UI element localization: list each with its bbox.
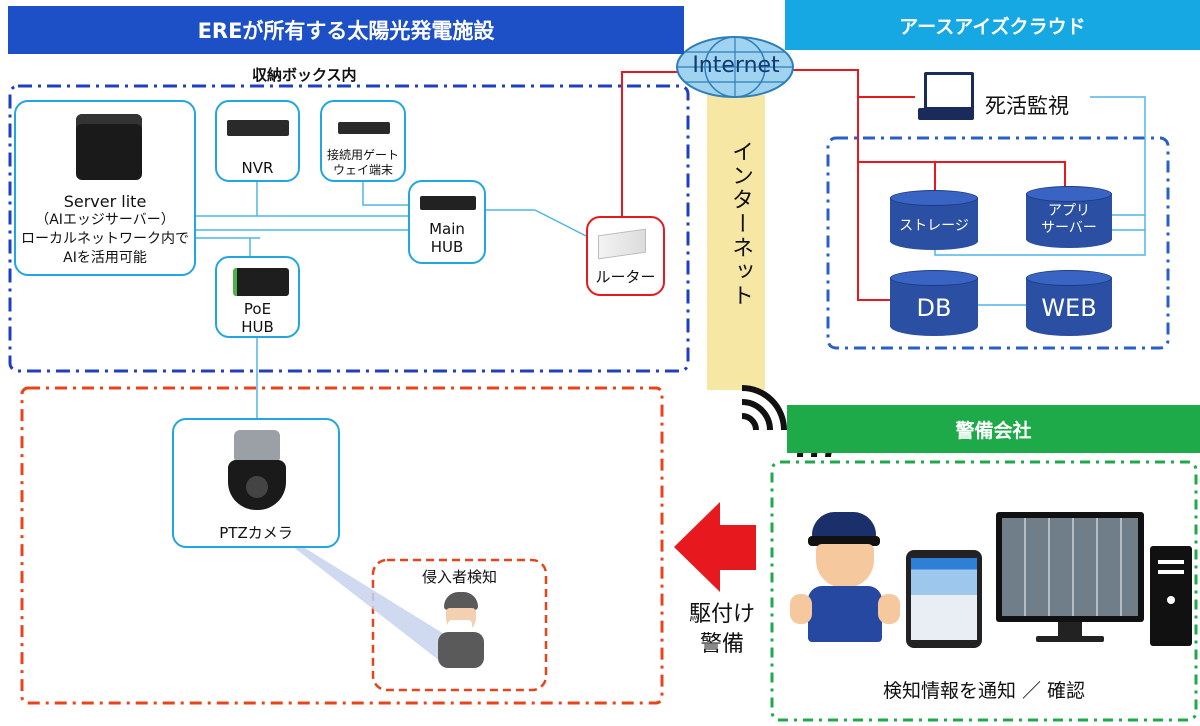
monitoring-label: 死活監視 xyxy=(985,94,1069,118)
router-icon xyxy=(598,228,646,260)
gateway-label-2: ウェイ端末 xyxy=(332,163,393,177)
ptz-camera-node: PTZカメラ xyxy=(172,418,340,548)
db-label: DB xyxy=(916,294,952,322)
storage-box-label: 収納ボックス内 xyxy=(252,66,357,84)
router-label: ルーター xyxy=(595,268,656,286)
poe-hub-icon xyxy=(233,268,289,296)
gateway-node: 接続用ゲート ウェイ端末 xyxy=(320,100,406,182)
ptz-camera-icon xyxy=(228,430,286,514)
db-cylinder: DB xyxy=(890,270,978,336)
router-node: ルーター xyxy=(586,216,665,296)
main-hub-icon xyxy=(420,196,476,210)
laptop-icon xyxy=(918,72,974,122)
guard-icon xyxy=(790,512,900,647)
intrusion-region xyxy=(371,558,548,692)
earth-eyes-banner: アースアイズクラウド xyxy=(785,0,1200,50)
cloud-server-region xyxy=(826,136,1170,350)
nvr-label: NVR xyxy=(241,159,274,177)
storage-box-region xyxy=(8,84,690,373)
dispatch-label: 駆付け 警備 xyxy=(676,600,768,660)
web-cylinder: WEB xyxy=(1026,270,1112,336)
camera-field-region xyxy=(20,386,664,705)
ptz-camera-label: PTZカメラ xyxy=(219,524,293,542)
tablet-icon xyxy=(906,550,982,648)
web-label: WEB xyxy=(1041,294,1097,322)
server-lite-title: Server lite xyxy=(63,192,147,211)
pc-tower-icon xyxy=(1150,546,1192,646)
app-server-label-1: アプリ xyxy=(1048,203,1090,219)
server-lite-desc-1: ローカルネットワーク内で xyxy=(21,231,189,247)
security-region xyxy=(770,460,1198,722)
internet-band xyxy=(707,95,765,390)
notify-label: 検知情報を通知 ／ 確認 xyxy=(882,680,1086,702)
nvr-icon xyxy=(227,120,289,136)
storage-label: ストレージ xyxy=(899,218,969,234)
app-server-label-2: サーバー xyxy=(1041,220,1097,236)
ere-banner-text: EREが所有する太陽光発電施設 xyxy=(197,19,495,43)
app-server-db: アプリ サーバー xyxy=(1026,186,1112,248)
main-hub-label-1: Main xyxy=(429,220,465,238)
intrusion-label: 侵入者検知 xyxy=(421,568,497,586)
poe-hub-label-2: HUB xyxy=(241,318,274,336)
earth-eyes-banner-text: アースアイズクラウド xyxy=(899,15,1086,38)
poe-hub-node: PoE HUB xyxy=(215,256,300,338)
internet-cloud-label: Internet xyxy=(692,53,780,78)
server-lite-desc-2: AIを活用可能 xyxy=(63,250,147,266)
gateway-icon xyxy=(338,122,390,134)
main-hub-label-2: HUB xyxy=(430,238,464,256)
intruder-icon xyxy=(430,592,494,676)
camera-view-cone xyxy=(265,525,470,665)
ere-banner: EREが所有する太陽光発電施設 xyxy=(8,6,684,54)
nvr-node: NVR xyxy=(215,100,300,182)
main-hub-node: Main HUB xyxy=(408,180,486,264)
storage-db: ストレージ xyxy=(890,190,978,250)
server-lite-node: Server lite （AIエッジサーバー） ローカルネットワーク内で AIを… xyxy=(14,100,196,276)
wireless-signal-top xyxy=(741,385,787,431)
internet-globe-icon xyxy=(676,36,794,98)
monitor-icon xyxy=(996,512,1144,644)
security-company-banner-text: 警備会社 xyxy=(955,419,1032,442)
server-lite-subtitle: （AIエッジサーバー） xyxy=(35,212,175,228)
dispatch-arrow-icon xyxy=(674,502,756,592)
poe-hub-label-1: PoE xyxy=(243,300,272,318)
security-company-banner: 警備会社 xyxy=(787,405,1200,453)
dispatch-label-1: 駆付け xyxy=(688,602,755,627)
gateway-label-1: 接続用ゲート xyxy=(326,148,399,162)
dispatch-label-2: 警備 xyxy=(699,632,744,657)
server-lite-icon xyxy=(76,114,142,180)
internet-vertical-label: インターネット xyxy=(728,140,753,308)
